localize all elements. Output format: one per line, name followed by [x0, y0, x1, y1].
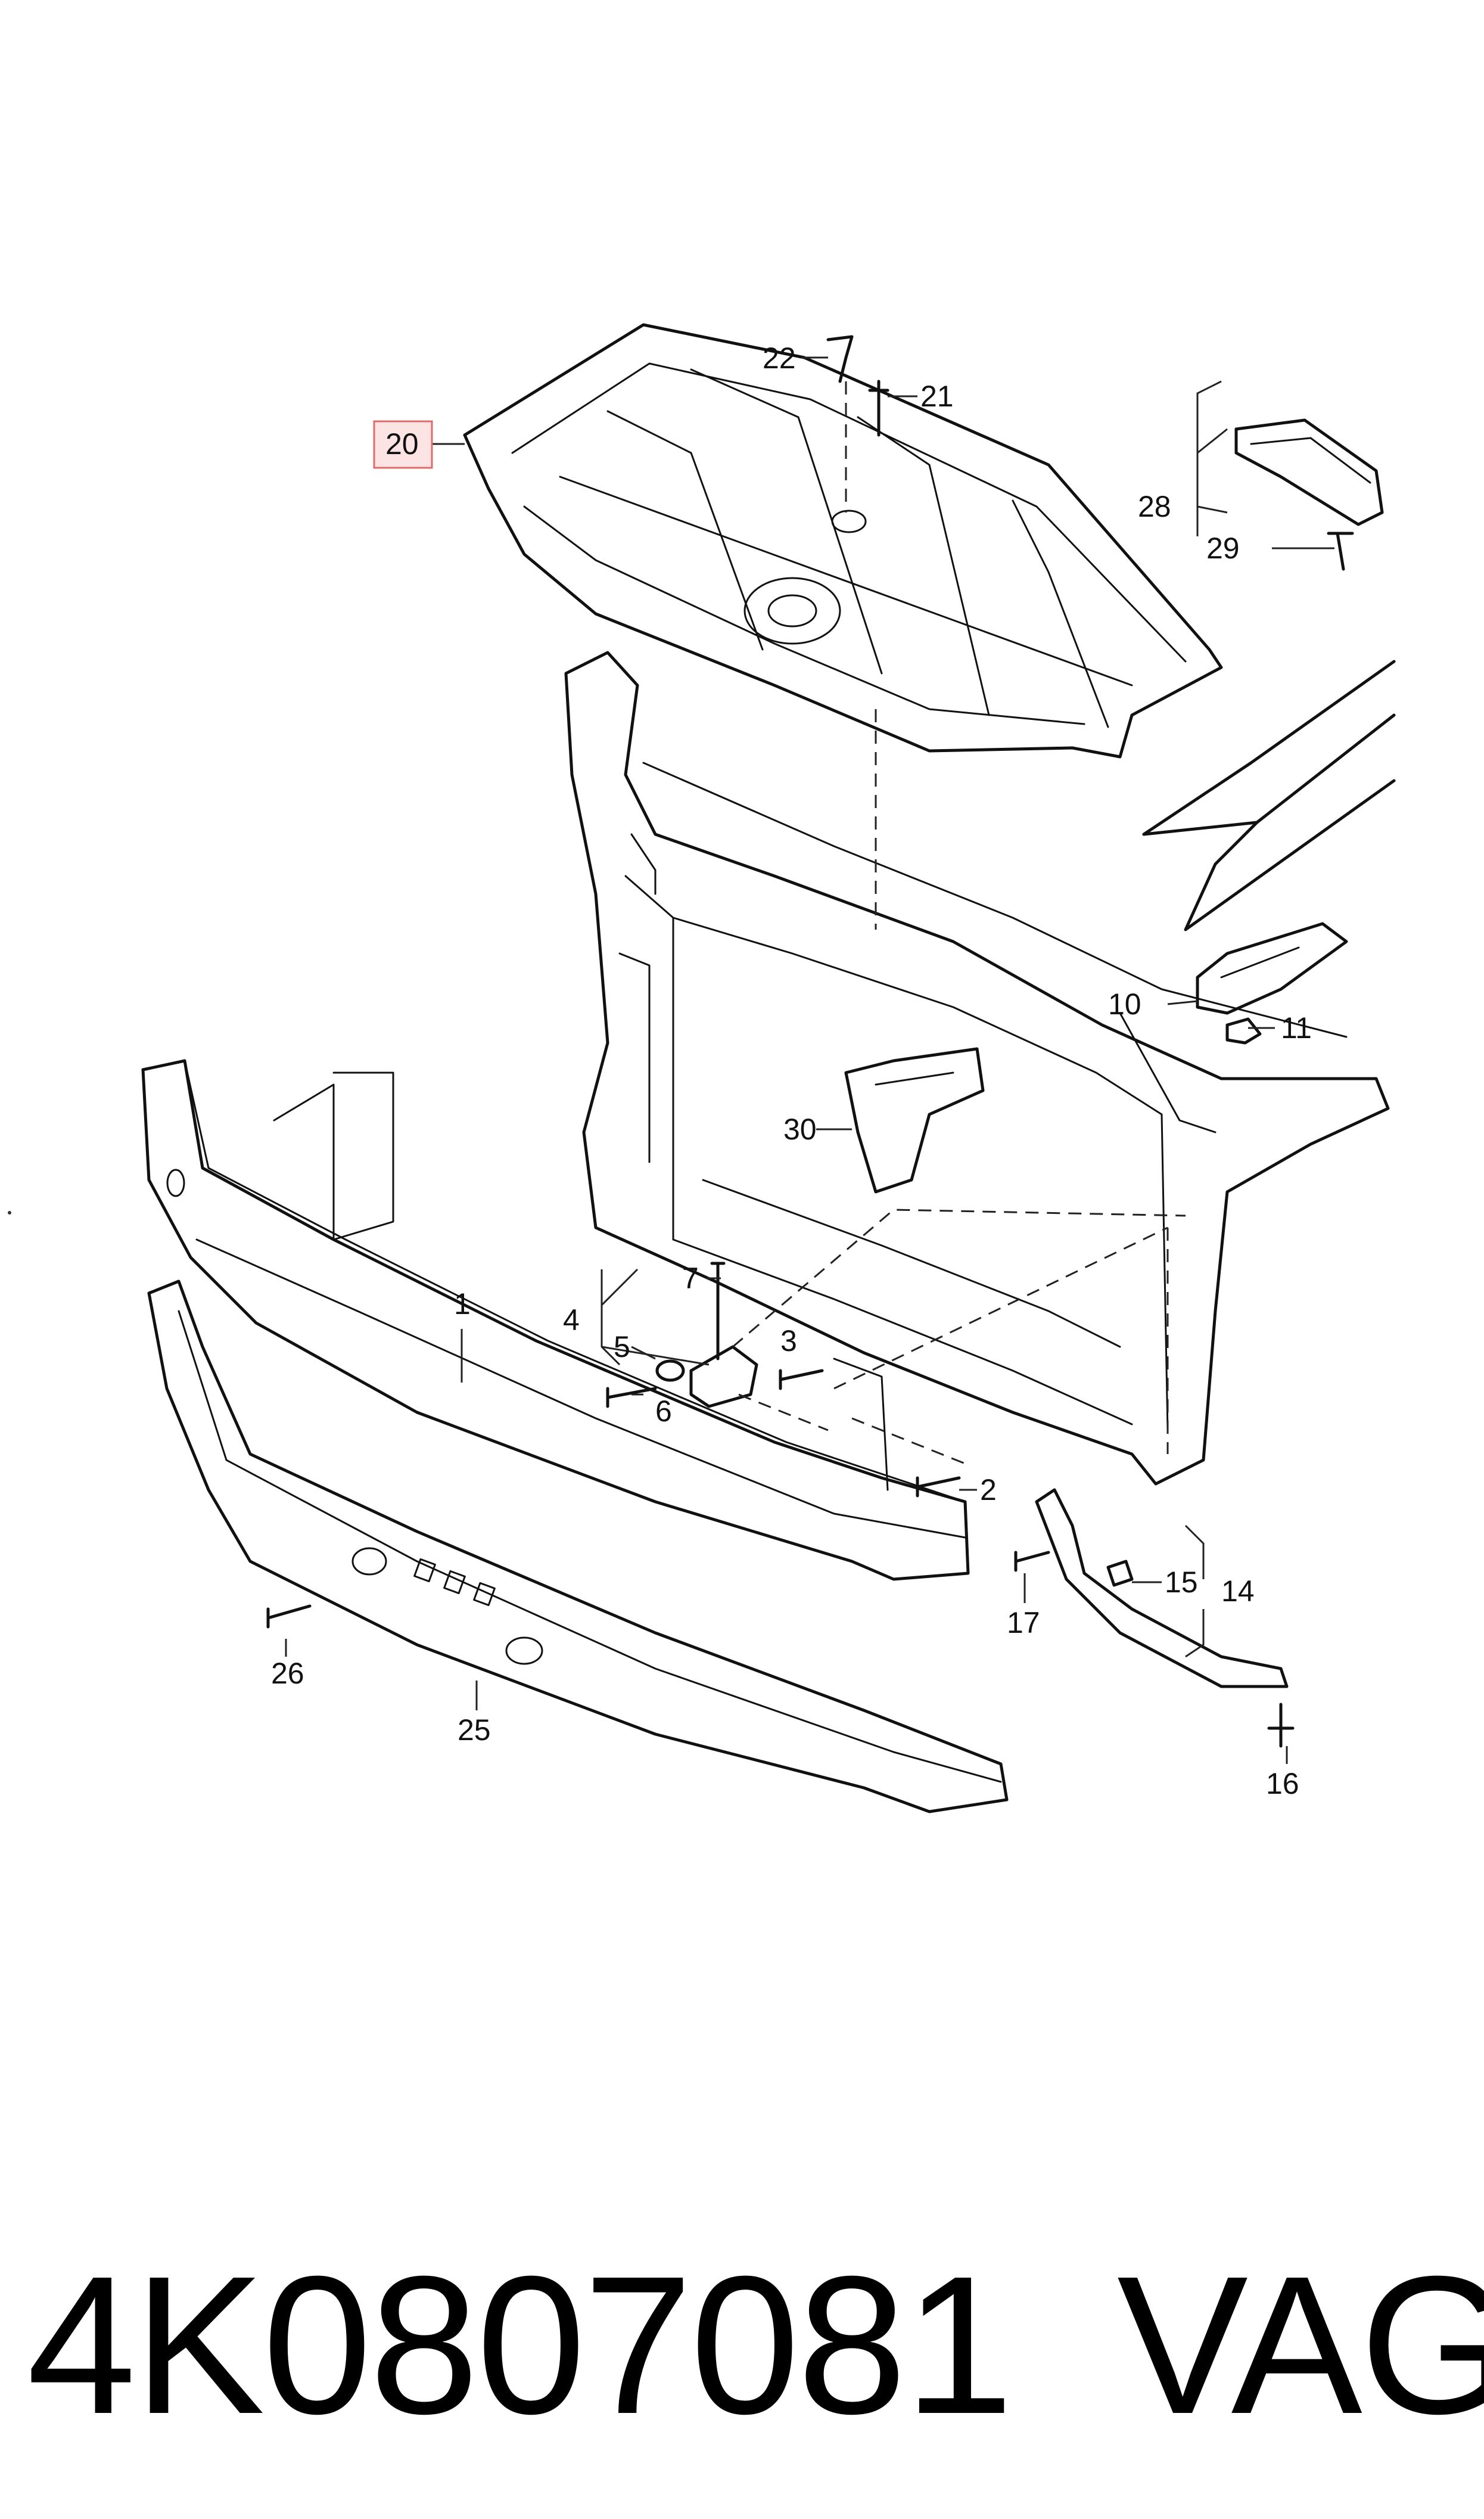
callout-11[interactable]: 11	[1281, 1011, 1312, 1045]
callout-1[interactable]: 1	[454, 1287, 471, 1321]
assembly-lines	[732, 381, 1186, 1467]
part-16-screw	[1267, 1703, 1295, 1748]
brand-label: VAG	[1117, 2235, 1484, 2455]
callout-22[interactable]: 22	[763, 341, 796, 375]
part-17-screw	[1014, 1551, 1050, 1572]
callout-26[interactable]: 26	[271, 1657, 304, 1690]
part-15-clip	[1106, 1560, 1134, 1587]
part-20-upper-cover	[463, 323, 1223, 759]
fender-edge	[1142, 660, 1396, 931]
callout-14[interactable]: 14	[1221, 1574, 1255, 1608]
part-22-clip	[826, 335, 854, 383]
callout-29[interactable]: 29	[1206, 532, 1240, 565]
part-29-screw	[1327, 532, 1354, 571]
callout-3[interactable]: 3	[780, 1324, 797, 1358]
part-5-washer	[655, 1359, 685, 1382]
part-21-screw	[868, 380, 889, 437]
stray-dot	[8, 1211, 11, 1215]
callout-20[interactable]: 20	[385, 427, 419, 461]
callout-7[interactable]: 7	[682, 1262, 699, 1295]
part-number: 4K0807081	[27, 2235, 1013, 2455]
callout-17[interactable]: 17	[1007, 1606, 1040, 1639]
part-28-bracket	[1234, 418, 1384, 526]
callout-6[interactable]: 6	[655, 1394, 672, 1428]
callout-30[interactable]: 30	[783, 1113, 817, 1146]
callout-4[interactable]: 4	[563, 1303, 580, 1337]
part-6-screw	[606, 1387, 657, 1408]
part-1-bumper-beam	[141, 1059, 970, 1581]
callout-2[interactable]: 2	[980, 1473, 997, 1507]
part-3-screw	[779, 1369, 824, 1390]
callout-28[interactable]: 28	[1138, 490, 1171, 523]
callout-16[interactable]: 16	[1266, 1767, 1299, 1800]
callout-10[interactable]: 10	[1108, 987, 1141, 1021]
part-11-nut	[1225, 1017, 1262, 1045]
callout-5[interactable]: 5	[614, 1330, 630, 1363]
part-2-screw	[916, 1476, 961, 1498]
callout-20-highlight	[373, 420, 433, 469]
part-26-screw	[266, 1604, 312, 1629]
callout-21[interactable]: 21	[920, 380, 954, 413]
lock-carrier-frame	[564, 651, 1390, 1486]
leader-lines	[285, 356, 1334, 1764]
part-10-bracket	[1196, 922, 1348, 1015]
part-7-screw	[710, 1262, 726, 1361]
callout-25[interactable]: 25	[458, 1713, 491, 1747]
callout-labels: 20 22 21 28 29 10 11 30 7 4 5 6 3 1 2 15…	[271, 341, 1312, 1800]
callout-15[interactable]: 15	[1165, 1566, 1198, 1599]
part-30-bracket	[844, 1047, 985, 1194]
part-25-lower-carrier	[147, 1279, 1009, 1813]
part-14-bracket	[1035, 1488, 1289, 1688]
